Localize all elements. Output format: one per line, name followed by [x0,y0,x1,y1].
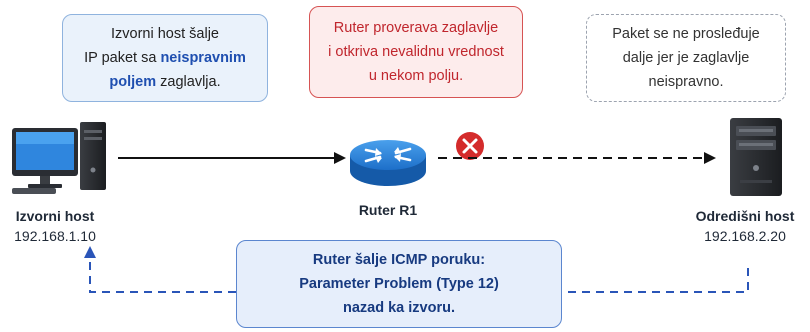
icmp-note-line3: nazad ka izvoru. [342,300,455,316]
router-note-line2: i otkriva nevalidnu vrednost [328,44,504,60]
router-title: Ruter R1 [358,202,418,218]
source-note-box: Izvorni host šalje IP paket sa neispravn… [62,14,268,102]
icmp-return-arrowhead [84,246,96,258]
router-icon [350,140,426,186]
source-host-title: Izvorni host [15,208,95,224]
drop-note-box: Paket se ne prosleđuje dalje jer je zagl… [586,14,786,102]
dest-host-ip: 192.168.2.20 [704,228,786,244]
router-note-line3: u nekom polju. [368,68,464,84]
source-note-line3: poljem zaglavlja. [109,74,221,90]
dest-host-label: Odredišni host 192.168.2.20 [680,206,810,246]
packet-forward-arrow [118,152,346,164]
dest-host-title: Odredišni host [695,208,795,224]
drop-note-line2: dalje jer je zaglavlje [622,50,750,66]
source-note-highlight: neispravnim [160,50,246,66]
source-note-line2: IP paket sa neispravnim [84,50,246,66]
icmp-note-line2: Parameter Problem (Type 12) [299,276,499,292]
blocked-forward-arrow [438,152,716,164]
desktop-computer-icon [12,122,106,194]
source-host-ip: 192.168.1.10 [14,228,96,244]
router-label: Ruter R1 [328,200,448,220]
router-note-box: Ruter proverava zaglavlje i otkriva neva… [309,6,523,98]
icmp-note-box: Ruter šalje ICMP poruku: Parameter Probl… [236,240,562,328]
source-note-line1: Izvorni host šalje [111,26,219,42]
drop-note-line3: neispravno. [648,74,724,90]
drop-note-line1: Paket se ne prosleđuje [612,26,760,42]
icmp-return-path [89,256,749,293]
source-host-label: Izvorni host 192.168.1.10 [0,206,110,246]
router-note-line1: Ruter proverava zaglavlje [333,20,499,36]
icmp-note-line1: Ruter šalje ICMP poruku: [312,252,486,268]
server-tower-icon [730,118,782,196]
error-x-icon [456,132,484,160]
